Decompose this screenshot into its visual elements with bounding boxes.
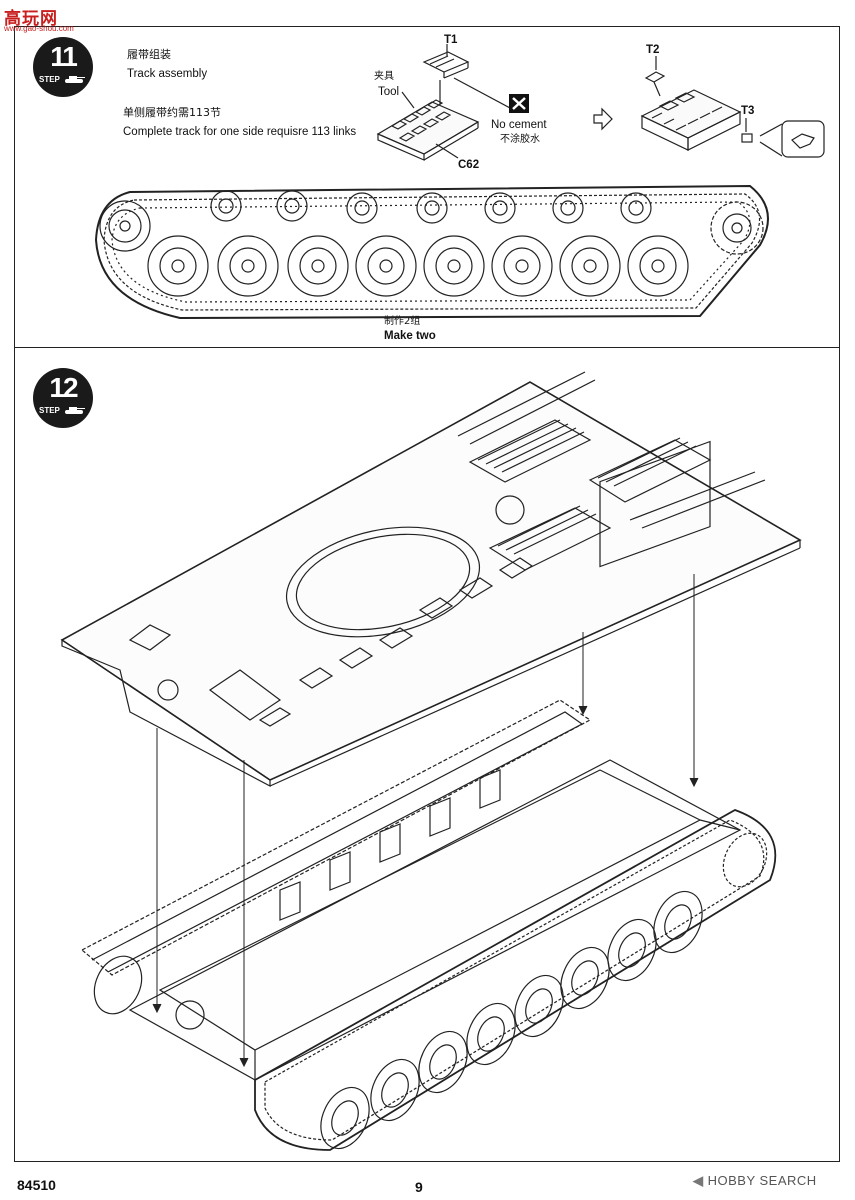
- step-11-title-cn: 履带组装: [127, 48, 171, 61]
- brand-name: HOBBY SEARCH: [707, 1173, 817, 1188]
- footer-brand: ◀ HOBBY SEARCH: [693, 1173, 817, 1189]
- step-11-note-cn: 单侧履带约需113节: [123, 106, 221, 119]
- part-c62-label: C62: [458, 159, 480, 171]
- watermark: 高玩网 www.gao-shou.com: [4, 4, 84, 34]
- make-two-label-en: Make two: [384, 330, 436, 342]
- next-arrow-icon: [593, 107, 613, 131]
- side-track-run: [94, 184, 769, 320]
- step-divider: [14, 347, 840, 348]
- step-12-label: STEP: [39, 406, 60, 415]
- step-11-title-en: Track assembly: [127, 68, 208, 80]
- assembled-track-segment: [640, 71, 742, 151]
- make-two-label-cn: 制作2组: [384, 316, 421, 327]
- step-11-number: 11: [50, 41, 78, 72]
- step-11-badge: 11 STEP: [33, 37, 93, 97]
- footer-page-number: 9: [415, 1179, 423, 1195]
- part-t1: [422, 51, 470, 79]
- tank-icon: [65, 407, 85, 414]
- step-12-badge: 12 STEP: [33, 368, 93, 428]
- tool-label-cn: 夹具: [374, 71, 394, 82]
- tank-icon: [65, 76, 85, 83]
- no-cement-label-cn: 不涂胶水: [500, 134, 540, 145]
- track-tool-jig: [376, 99, 480, 161]
- part-t2-label: T2: [646, 44, 660, 56]
- upper-hull-deck: [60, 371, 802, 787]
- part-t3-label: T3: [741, 105, 755, 117]
- lower-hull-with-tracks: [80, 440, 777, 1151]
- part-t1-label: T1: [444, 34, 458, 46]
- watermark-url: www.gao-shou.com: [4, 24, 74, 33]
- step-12-number: 12: [49, 372, 78, 403]
- footer-model-code: 84510: [17, 1177, 56, 1193]
- magnified-detail: [781, 120, 825, 158]
- step-11-note-en: Complete track for one side requisre 113…: [123, 126, 357, 138]
- no-cement-icon: [509, 94, 529, 113]
- tool-label-en: Tool: [378, 86, 400, 98]
- watermark-title: 高玩网: [4, 9, 58, 29]
- assembly-guide-lines: [152, 574, 699, 1068]
- no-cement-label-en: No cement: [491, 119, 547, 131]
- brand-prefix-icon: ◀: [693, 1173, 704, 1188]
- step-11-label: STEP: [39, 75, 60, 84]
- page-frame: [14, 26, 840, 1162]
- part-t3: [741, 133, 753, 143]
